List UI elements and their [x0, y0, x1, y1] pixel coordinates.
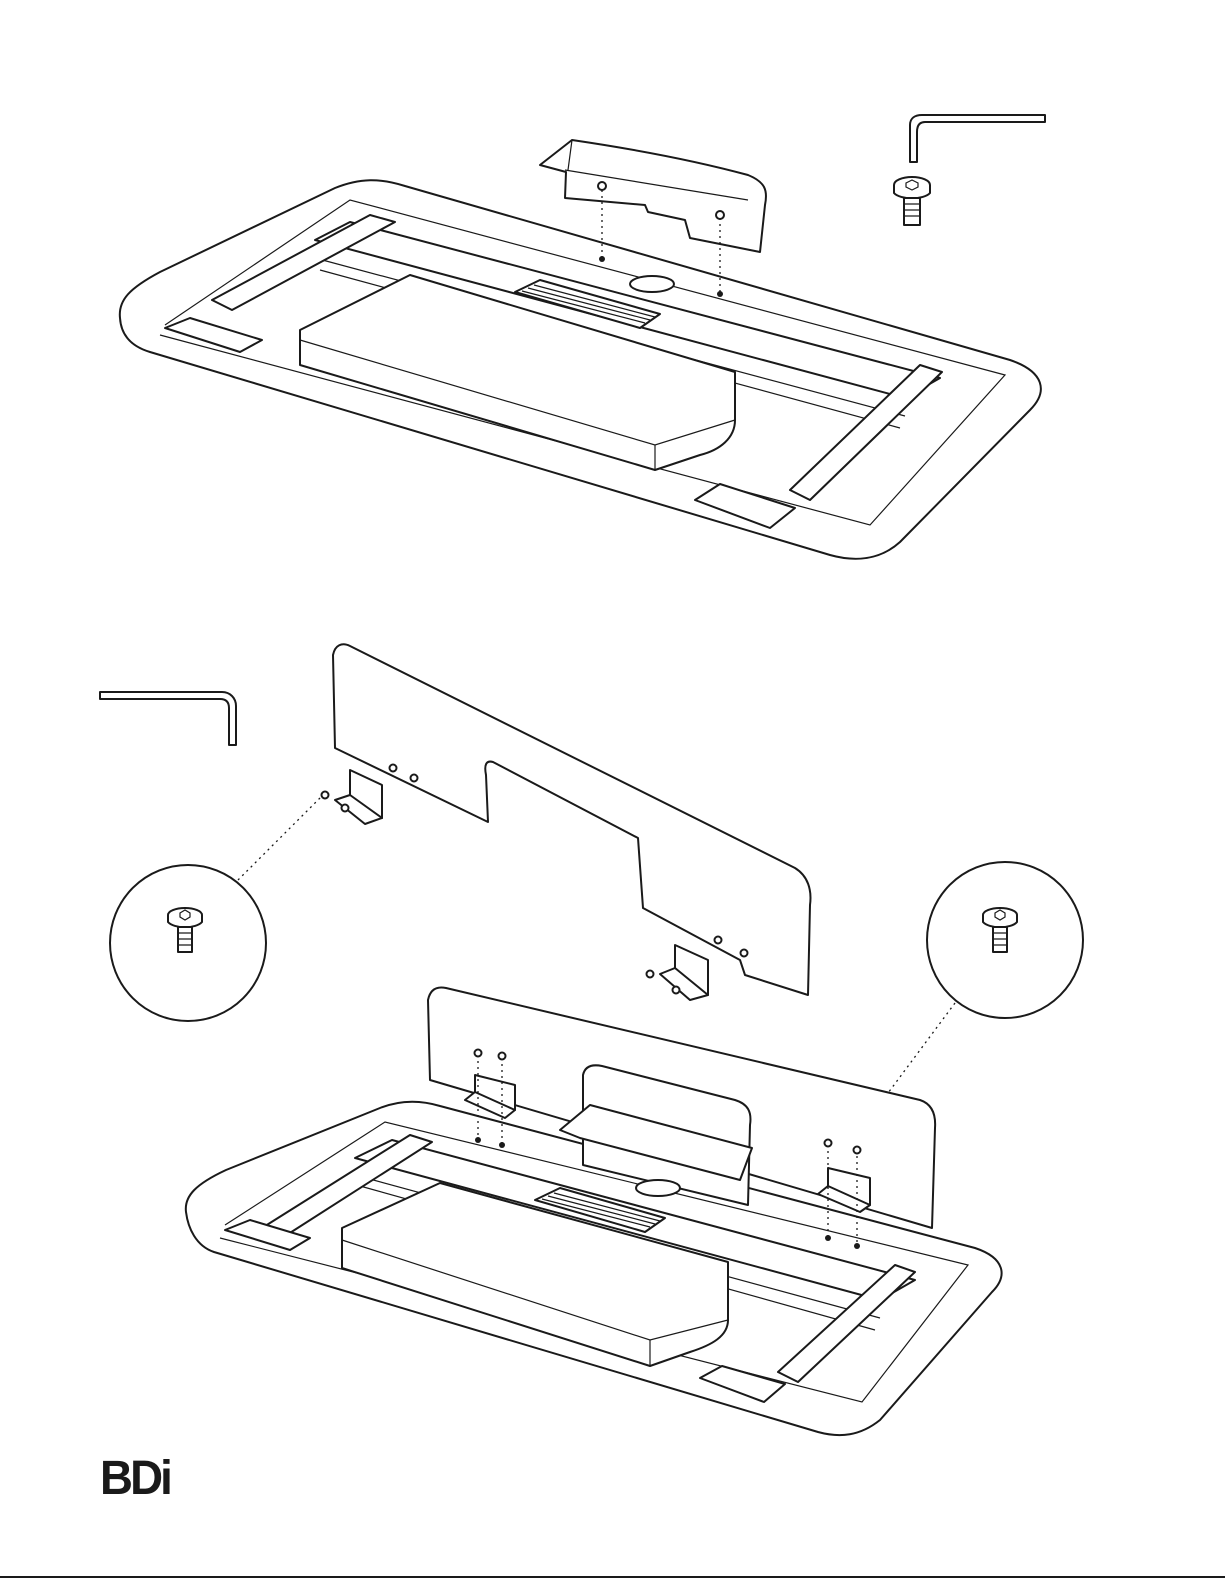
right-foot-plate	[695, 484, 795, 528]
hex-bolt-2	[168, 908, 202, 952]
footer-rule	[0, 1576, 1225, 1578]
grommet	[630, 276, 674, 292]
figure-step-1	[120, 115, 1045, 559]
hex-key-2	[100, 692, 236, 745]
control-box-2	[342, 1183, 728, 1366]
hex-bolt-1	[894, 177, 930, 225]
grommet-2	[636, 1180, 680, 1196]
brand-logo: BDi	[100, 1455, 170, 1503]
left-foot-plate	[165, 318, 262, 352]
figure-step-2	[100, 644, 1083, 1435]
hex-bolt-3	[983, 908, 1017, 952]
hex-key-1	[910, 115, 1045, 162]
upper-privacy-panel	[333, 644, 810, 995]
